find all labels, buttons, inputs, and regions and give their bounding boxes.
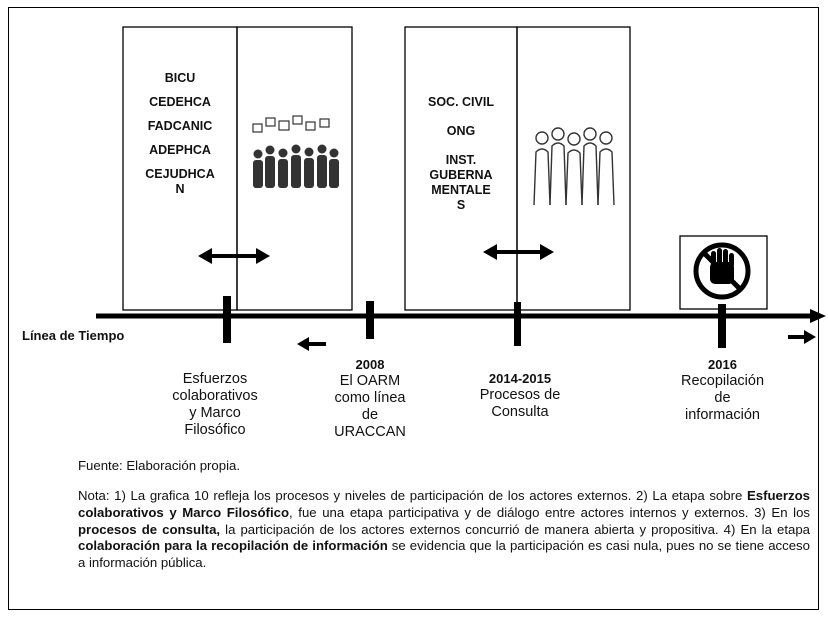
label-line: de — [361, 407, 379, 423]
box-2-right — [516, 26, 631, 311]
milestone-1-label: Esfuerzos colaborativos y Marco Filosófi… — [150, 371, 280, 439]
label-line: Esfuerzos — [182, 371, 248, 387]
actor-name: GUBERNA — [429, 168, 493, 182]
label-line: Consulta — [491, 404, 549, 420]
group-with-speech-bubbles-icon — [252, 115, 339, 188]
org-name: N — [175, 182, 185, 196]
no-entry-hand-icon — [693, 242, 751, 300]
note-text: la participación de los actores externos… — [220, 521, 810, 537]
right-arrow — [788, 330, 816, 344]
source-line: Fuente: Elaboración propia. — [78, 458, 241, 473]
label-line: como línea — [334, 390, 406, 406]
actor-name: INST. — [445, 153, 477, 167]
note-bold: procesos de consulta, — [78, 521, 221, 537]
org-name: BICU — [164, 71, 196, 85]
label-line: información — [685, 407, 760, 423]
actor-name: SOC. CIVIL — [428, 95, 494, 109]
note-text: , fue una etapa participativa y de diálo… — [289, 504, 810, 520]
left-arrow — [297, 337, 326, 351]
label-line: y Marco — [189, 405, 241, 421]
milestone-4-label: 2016 Recopilación de información — [665, 356, 780, 424]
label-line: colaborativos — [172, 388, 258, 404]
double-arrow-1 — [198, 248, 270, 264]
milestone-year: 2014-2015 — [488, 371, 552, 386]
label-line: de — [714, 390, 731, 406]
label-line: El OARM — [339, 373, 401, 389]
people-crowd-icon — [533, 127, 615, 206]
milestone-tick-1 — [223, 296, 231, 343]
milestone-year: 2008 — [355, 357, 385, 372]
org-name: ADEPHCA — [149, 143, 211, 157]
note-paragraph: Nota: 1) La grafica 10 refleja los proce… — [78, 488, 810, 572]
timeline-arrowhead — [810, 309, 826, 323]
milestone-3-label: 2014-2015 Procesos de Consulta — [460, 370, 580, 421]
box-1-names: BICU CEDEHCA FADCANIC ADEPHCA CEJUDHCA N — [123, 71, 237, 197]
label-line: Recopilación — [680, 373, 765, 389]
box-2-names: SOC. CIVIL ONG INST. GUBERNA MENTALE S — [405, 95, 517, 213]
note-bold: colaboración para la recopilación de inf… — [78, 538, 388, 554]
milestone-tick-2 — [366, 301, 374, 339]
label-line: URACCAN — [334, 424, 406, 440]
box-1-right — [236, 26, 353, 311]
milestone-tick-4 — [718, 304, 726, 348]
milestone-2-label: 2008 El OARM como línea de URACCAN — [315, 356, 425, 441]
double-arrow-2 — [483, 244, 554, 260]
org-name: FADCANIC — [147, 119, 213, 133]
axis-label: Línea de Tiempo — [22, 328, 125, 343]
actor-name: MENTALE — [431, 183, 491, 197]
milestone-year: 2016 — [708, 357, 737, 372]
actor-name: ONG — [446, 124, 476, 138]
note-text: se evidencia que la participación es cas… — [78, 538, 810, 571]
figure-frame — [8, 7, 819, 610]
note-text: Nota: 1) La grafica 10 refleja los proce… — [78, 488, 747, 503]
milestone-tick-3 — [514, 302, 521, 346]
label-line: Filosófico — [184, 422, 246, 438]
org-name: CEDEHCA — [149, 95, 211, 109]
label-line: Procesos de — [479, 387, 561, 403]
org-name: CEJUDHCA — [145, 167, 215, 181]
note-bold: Esfuerzos colaborativos y Marco Filosófi… — [78, 488, 810, 520]
actor-name: S — [456, 198, 466, 212]
